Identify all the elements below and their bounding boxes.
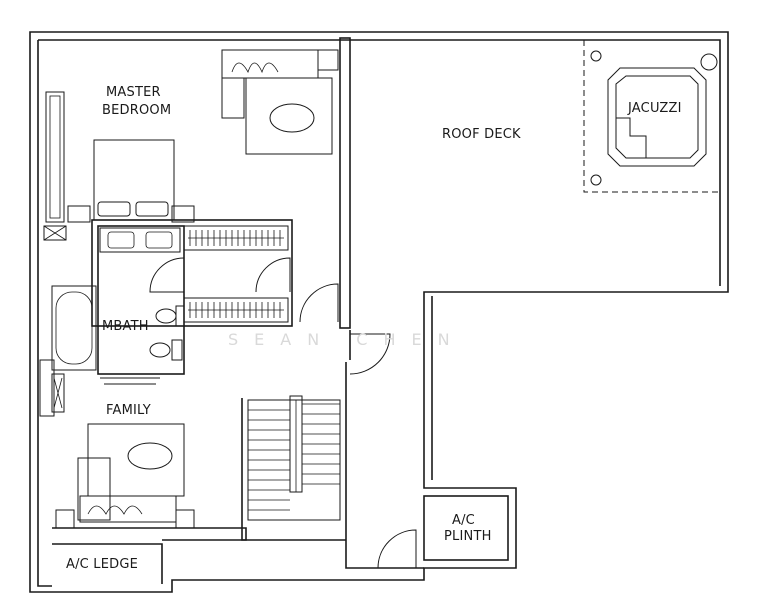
roof-deck-walls: [339, 37, 424, 569]
ac-areas: [52, 495, 509, 584]
master-bedroom-label-2: BEDROOM: [102, 103, 171, 118]
jacuzzi: [583, 40, 720, 193]
watermark: SEAN CHEN: [228, 330, 466, 349]
family-furniture: [52, 423, 247, 541]
closet: [91, 219, 293, 327]
ac-plinth-label-1: A/C: [452, 513, 475, 528]
ac-plinth-label-2: PLINTH: [444, 529, 492, 544]
outer-walls: [29, 31, 729, 593]
master-bath: [51, 225, 185, 385]
master-bedroom-furniture: [45, 49, 339, 223]
left-wall-details: [39, 225, 67, 417]
mbath-label: MBATH: [102, 319, 149, 334]
jacuzzi-label: JACUZZI: [627, 101, 682, 116]
family-label: FAMILY: [106, 403, 151, 418]
master-bedroom-label-1: MASTER: [106, 85, 161, 100]
staircase: [241, 395, 346, 541]
ac-ledge-label: A/C LEDGE: [66, 557, 138, 572]
roof-deck-label: ROOF DECK: [442, 127, 521, 142]
hall-doors: [299, 283, 417, 569]
